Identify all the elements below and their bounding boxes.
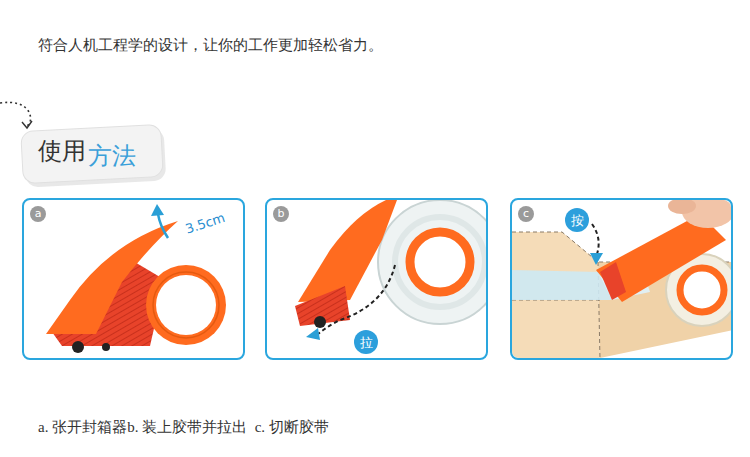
pull-arrow [306, 265, 395, 340]
dispenser-cutting [668, 200, 696, 214]
heading-text: 使用 [38, 137, 86, 166]
dispenser-loading [378, 200, 486, 324]
step-letter: c [518, 206, 534, 222]
dimension-label: 3.5cm [184, 210, 227, 237]
dispenser-cutting [512, 200, 731, 358]
action-badge: 按 [565, 208, 589, 232]
open-arrow [158, 214, 168, 238]
dotted-curve [0, 102, 32, 128]
dispenser-cutting [600, 262, 626, 300]
pull-arrow [318, 265, 395, 334]
caption-text: a. 张开封箱器b. 装上胶带并拉出 c. 切断胶带 [38, 418, 329, 436]
dispenser-loading [298, 200, 397, 302]
step-letter: b [273, 206, 289, 222]
press-arrow [592, 224, 599, 254]
step-letter: a [30, 206, 46, 222]
dispenser-open [102, 343, 110, 351]
dotted-curve [0, 102, 31, 126]
action-word: 拉 [360, 336, 373, 349]
press-arrow [590, 224, 603, 265]
open-arrow [151, 204, 168, 238]
dispenser-loading [295, 200, 486, 328]
dispenser-loading [314, 316, 326, 328]
dispenser-open [72, 341, 84, 353]
heading-text: 方法 [88, 142, 136, 171]
pull-arrow [306, 328, 320, 340]
dispenser-open [146, 265, 226, 345]
open-arrow [151, 204, 164, 216]
action-word: 按 [571, 214, 584, 227]
dispenser-open [46, 221, 226, 353]
dotted-curve [22, 121, 32, 128]
action-badge: 拉 [354, 330, 378, 354]
dispenser-open [153, 272, 219, 338]
dispenser-loading [395, 217, 485, 307]
dispenser-cutting [512, 270, 612, 300]
step-panel: c按 [510, 198, 733, 360]
title-text: 符合人机工程学的设计，让你的工作更加轻松省力。 [38, 36, 383, 54]
dispenser-loading [410, 232, 470, 292]
heading-badge [21, 124, 164, 183]
step-panel: b拉 [265, 198, 488, 360]
heading-badge [21, 124, 167, 187]
press-arrow [590, 253, 603, 265]
dispenser-cutting [680, 268, 724, 312]
step-panel: a [22, 198, 245, 360]
dispenser-open [156, 275, 216, 335]
